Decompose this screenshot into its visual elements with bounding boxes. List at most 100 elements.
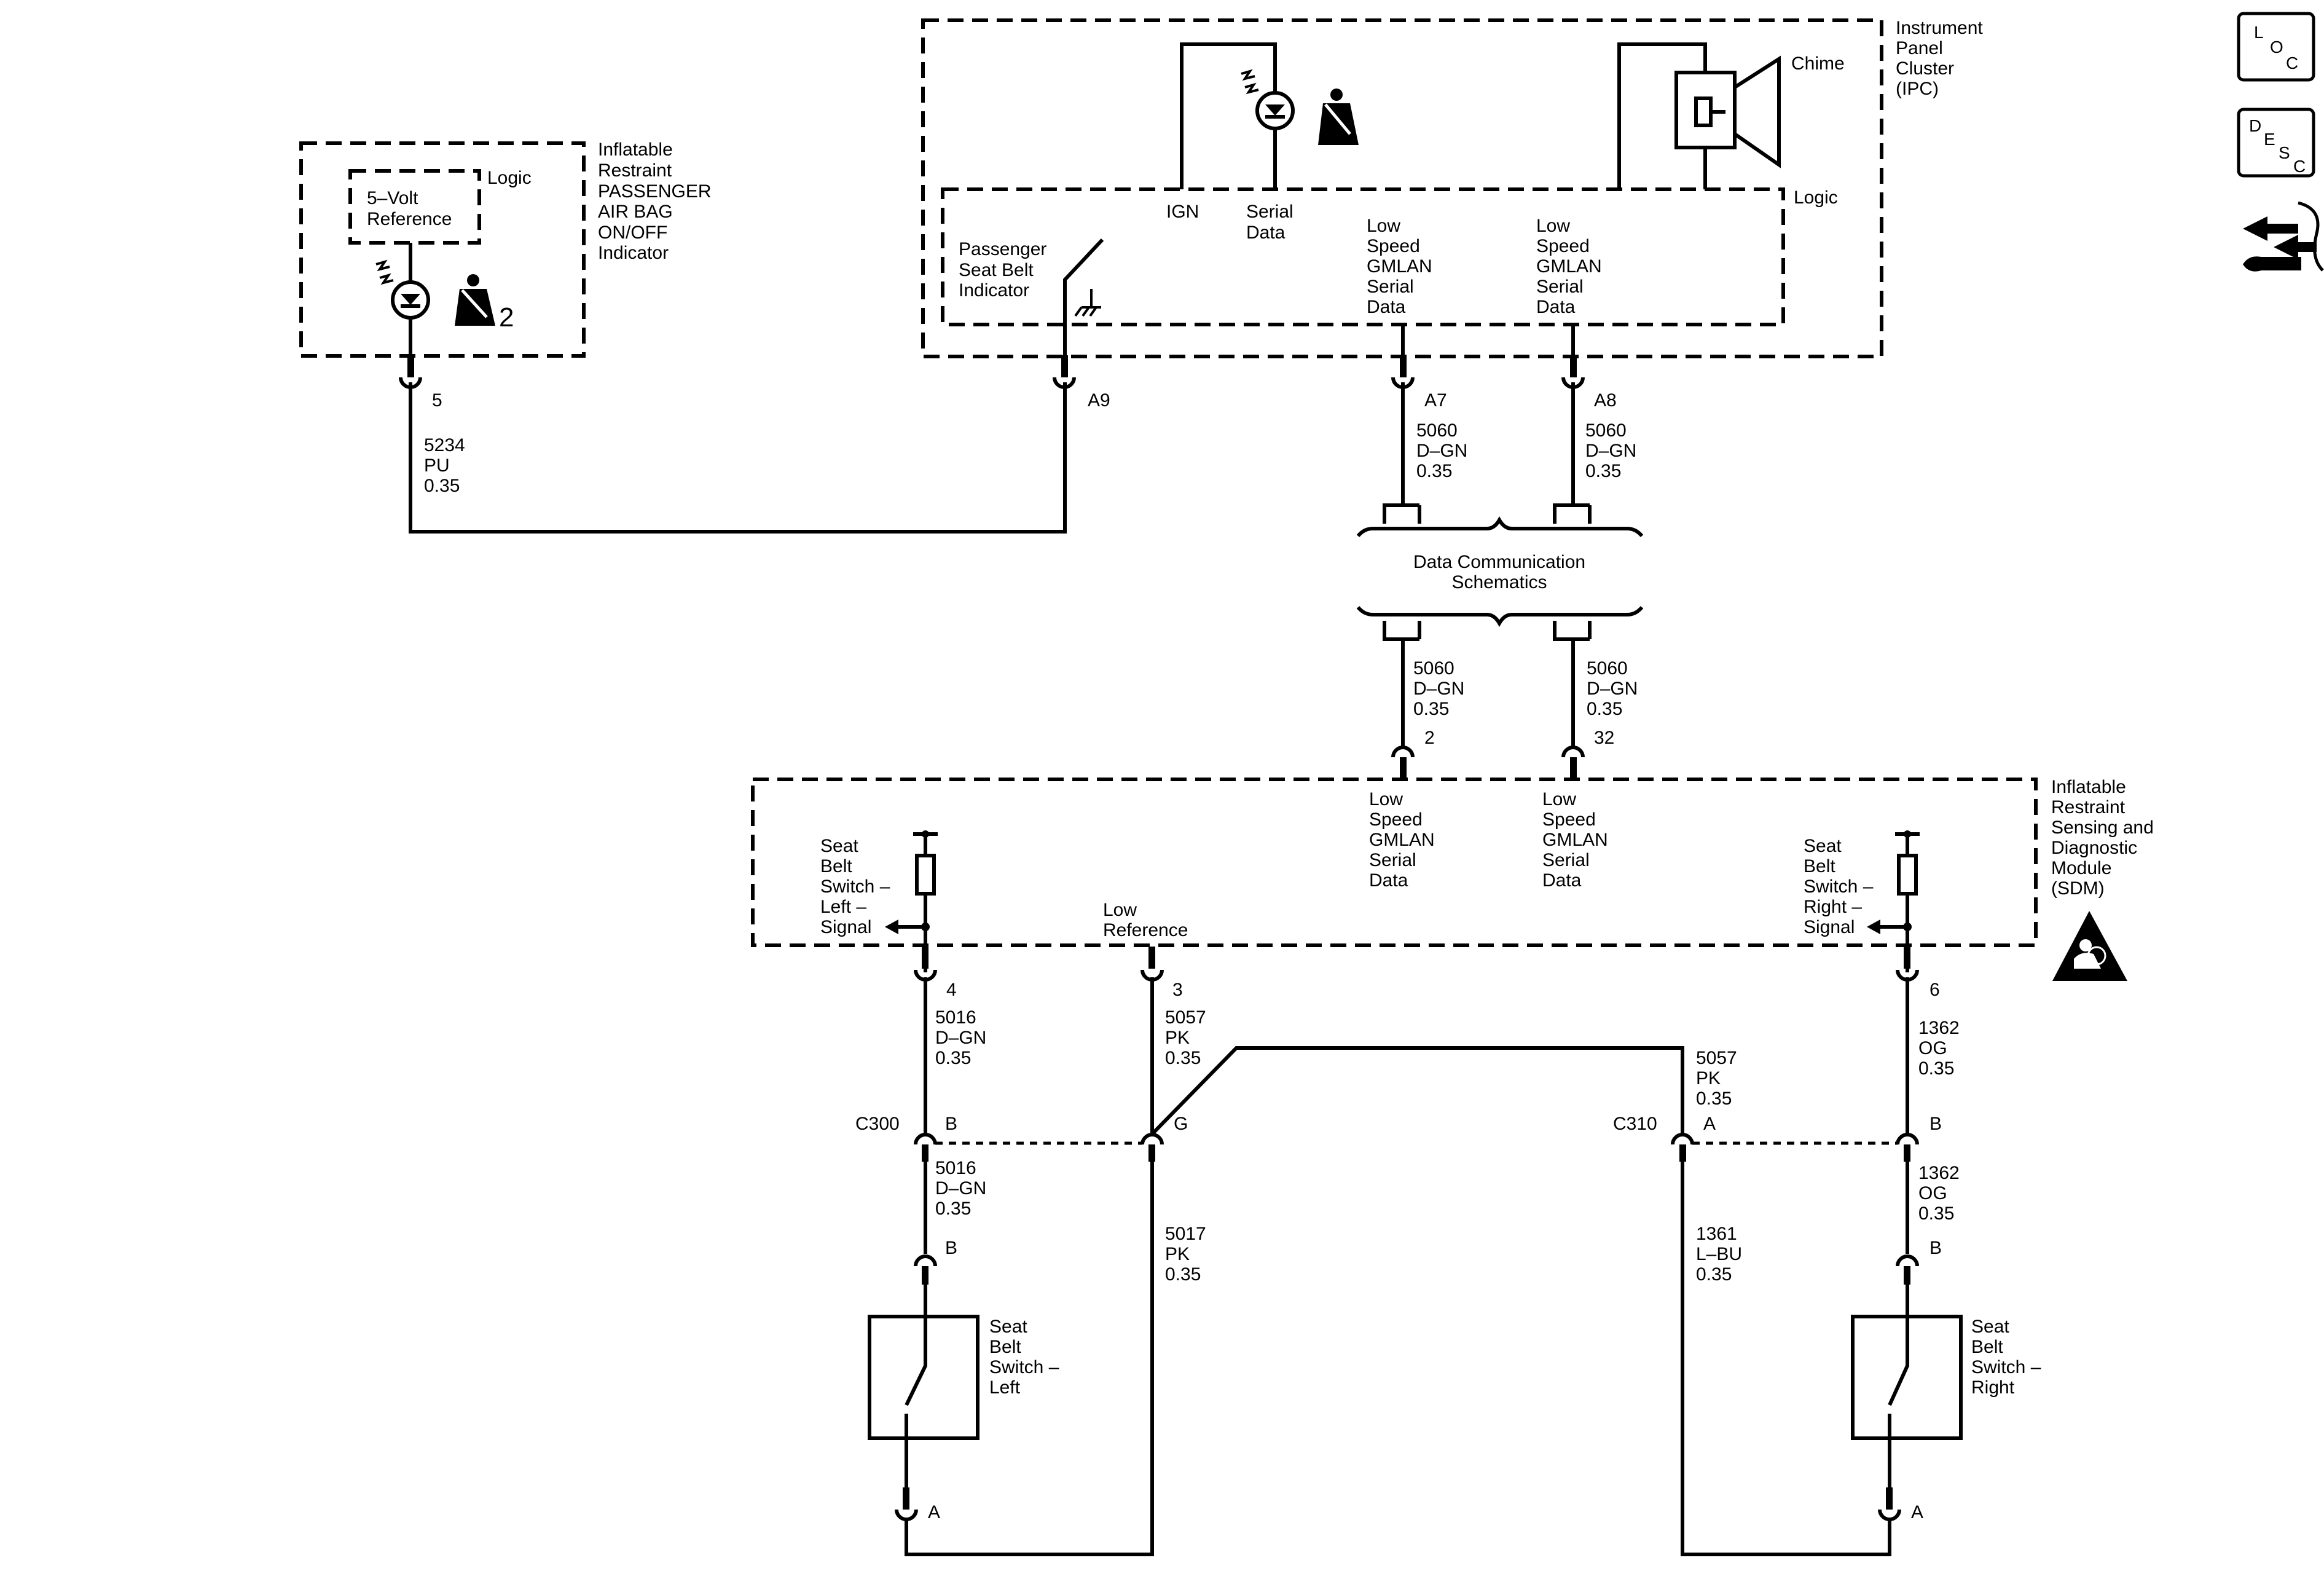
sdm-gmlan2-line5: Data [1542,870,1582,891]
c300-pin-b: B [945,1114,957,1134]
wire-5060-a7-label-3: 0.35 [1416,461,1452,481]
sdm-name-line6: (SDM) [2051,878,2105,899]
pin-label-a7: A7 [1424,390,1447,411]
desc-button[interactable]: D E S C [2237,108,2315,178]
loc-button[interactable]: L O C [2237,12,2315,82]
seat-belt-switch-right: B A Seat Belt Switch – Right [1851,1238,2041,1522]
c310-label: C310 [1613,1114,1657,1134]
loc-letter-l: L [2254,23,2264,42]
connector-c310[interactable]: C310 A B [1613,1114,1942,1162]
ipc-name-line1: Instrument [1896,18,1983,38]
pin-label-4: 4 [946,980,957,1000]
wire-1362-upper-label-2: OG [1918,1038,1947,1058]
sw-right-label-line4: Right [1971,1377,2015,1398]
ipc-gmlan2-line3: GMLAN [1536,256,1602,277]
wire-5234-label-2: PU [424,455,450,476]
serial-label-line2: Data [1246,222,1286,243]
pin-label-3: 3 [1172,980,1183,1000]
sdm-right-sig-line4: Right – [1804,897,1862,917]
wire-5060-p2-label-2: D–GN [1413,679,1464,699]
airbag-warning-icon [2052,911,2127,981]
sdm-gmlan2-line1: Low [1542,789,1576,809]
passenger-airbag-indicator-module: 5–Volt Reference Logic Inflatable Restra… [299,140,712,411]
sw-right-label-line1: Seat [1971,1317,2009,1337]
loc-letter-o: O [2270,37,2283,57]
sdm-left-sig-line4: Left – [820,897,866,917]
data-communication-schematics-ref[interactable]: Data Communication Schematics [1356,516,1644,628]
wire-5016-lower-label-2: D–GN [935,1178,986,1199]
c300-pin-g: G [1174,1114,1188,1134]
sw-right-label-line3: Switch – [1971,1357,2041,1377]
wire-5017-label-2: PK [1165,1244,1190,1264]
wire-5060-p32-label-1: 5060 [1587,658,1628,679]
wire-5016-lower: 5016 D–GN 0.35 [924,1158,986,1254]
module-name-line6: Indicator [598,243,669,263]
pin-label-5: 5 [432,390,442,411]
sw-left-label-line4: Left [989,1377,1021,1398]
wire-1362-lower-label-1: 1362 [1918,1163,1960,1183]
wire-1361-label-3: 0.35 [1696,1264,1732,1285]
sdm-left-sig-line2: Belt [820,856,852,876]
ipc-gmlan1-line1: Low [1367,216,1400,236]
sdm-left-sig-line5: Signal [820,917,871,937]
wire-5060-p2-label-3: 0.35 [1413,699,1449,719]
sw-right-pin-a: A [1911,1502,1923,1522]
wire-5057-right-label-2: PK [1696,1068,1721,1089]
wire-5057-left-label-3: 0.35 [1165,1048,1201,1068]
desc-letter-c: C [2293,157,2306,176]
c310-pin-b: B [1929,1114,1942,1134]
wire-5057-right-label-1: 5057 [1696,1048,1737,1068]
sdm-right-sig-line1: Seat [1804,836,1842,856]
sdm-name-line4: Diagnostic [2051,838,2137,858]
sensing-diagnostic-module: Inflatable Restraint Sensing and Diagnos… [751,777,2154,1000]
ipc-gmlan2-line4: Serial [1536,277,1584,297]
sdm-left-sig-line1: Seat [820,836,858,856]
ipc-gmlan2-line2: Speed [1536,236,1590,256]
sdm-name-line5: Module [2051,858,2111,878]
ipc-name-line4: (IPC) [1896,79,1939,99]
pin-label-a8: A8 [1594,390,1617,411]
wire-1362-lower-label-2: OG [1918,1183,1947,1203]
sdm-gmlan1-line4: Serial [1369,850,1416,870]
pin-label-6: 6 [1929,980,1940,1000]
sdm-gmlan2-line3: GMLAN [1542,830,1608,850]
pin-label-2: 2 [1424,728,1435,748]
sdm-left-sig-line3: Switch – [820,876,890,897]
ipc-gmlan2-line1: Low [1536,216,1570,236]
led-icon [375,259,430,320]
sdm-boundary [751,778,2038,947]
pin-label-a9: A9 [1088,390,1110,411]
sdm-right-sig-line3: Switch – [1804,876,1874,897]
pin-label-32: 32 [1594,728,1614,748]
loc-letter-c: C [2286,53,2298,73]
module-name-line3: PASSENGER [598,181,712,202]
sdm-lowref-line1: Low [1103,900,1137,920]
sw-right-label-line2: Belt [1971,1337,2003,1357]
ipc-name-line3: Cluster [1896,58,1954,79]
module-name-line2: Restraint [598,160,672,181]
wire-5060-a7-label-1: 5060 [1416,420,1458,441]
ipc-gmlan1-line2: Speed [1367,236,1420,256]
sdm-gmlan1-line1: Low [1369,789,1403,809]
ipc-gmlan1-line5: Data [1367,297,1406,317]
seatbelt-icon [1318,89,1359,145]
connector-c300[interactable]: C300 B G [855,1114,1188,1162]
sdm-gmlan1-line5: Data [1369,870,1408,891]
ipc-gmlan2-line5: Data [1536,297,1576,317]
sdm-right-sig-line2: Belt [1804,856,1835,876]
sw-left-label-line3: Switch – [989,1357,1059,1377]
sdm-name-line2: Restraint [2051,797,2126,817]
sdm-gmlan2-line4: Serial [1542,850,1590,870]
wire-5016-lower-label-1: 5016 [935,1158,976,1178]
sdm-gmlan2-line2: Speed [1542,809,1596,830]
desc-letter-s: S [2279,143,2290,162]
desc-letter-e: E [2264,130,2275,149]
module-name-line1: Inflatable [598,140,673,160]
wire-5057: 5057 PK 0.35 5057 PK 0.35 [1150,977,1737,1136]
sw-left-pin-b: B [945,1238,957,1258]
logic-label: Logic [487,168,532,188]
ipc-logic-label: Logic [1794,187,1838,208]
diagnostic-connector-icon[interactable] [2243,201,2324,272]
